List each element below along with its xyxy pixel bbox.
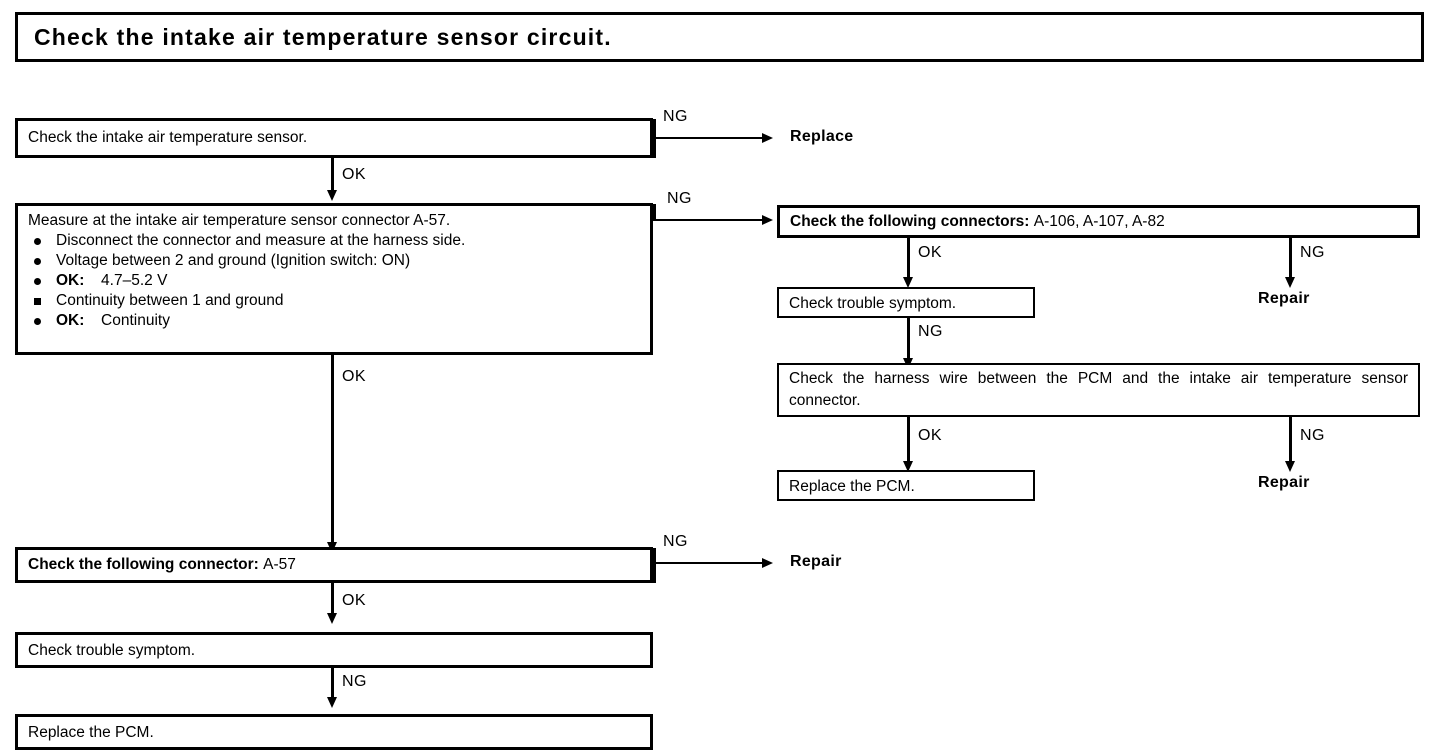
right-terminal-repair-2: Repair [1258, 474, 1310, 491]
left-step2-bullet-3-ok-value: Continuity [101, 312, 170, 329]
left-step3-connector: A-57 [263, 556, 296, 573]
left-step5-box[interactable]: Replace the PCM. [15, 714, 653, 750]
right-step2-to-step3-line [907, 318, 910, 363]
left-step2-heading: Measure at the intake air temperature se… [28, 212, 451, 229]
left-step5-label: Replace the PCM. [28, 724, 154, 741]
right-step3-box[interactable]: Check the harness wire between the PCM a… [777, 363, 1420, 417]
left-step3-box[interactable]: Check the following connector: A-57 [15, 547, 653, 583]
left-step4-to-step5-line [331, 668, 334, 700]
right-step2-ng-label: NG [918, 323, 943, 340]
left-step2-bullet-3: Continuity between 1 and ground [30, 291, 650, 311]
page-title: Check the intake air temperature sensor … [34, 23, 612, 50]
page-title-box: Check the intake air temperature sensor … [15, 12, 1424, 62]
right-step3-to-step4-arrowhead [903, 461, 913, 472]
left-step1-to-step2-line [331, 158, 334, 193]
right-terminal-repair-1: Repair [1258, 290, 1310, 307]
right-step3-ng-label: NG [1300, 427, 1325, 444]
left-step2-ng-arrowhead [762, 215, 773, 225]
right-step1-to-step2-line [907, 238, 910, 281]
left-step2-bullet-1-text: Disconnect the connector and measure at … [56, 232, 466, 249]
left-step2-ng-label: NG [667, 190, 692, 207]
left-step4-ng-label: NG [342, 673, 367, 690]
right-step3-ng-arrowhead [1285, 461, 1295, 472]
left-step3-ng-arrowhead [762, 558, 773, 568]
right-step3-label: Check the harness wire between the PCM a… [789, 370, 1408, 409]
left-step1-label: Check the intake air temperature sensor. [28, 129, 308, 146]
right-step4-label: Replace the PCM. [789, 478, 915, 495]
right-step1-ng-label: NG [1300, 244, 1325, 261]
right-step1-text: Check the following connectors: A-106, A… [780, 208, 1417, 232]
left-step3-ng-stub-vertical [653, 548, 656, 583]
left-step2-bullet-2-ok-value: 4.7–5.2 V [101, 272, 168, 289]
right-step1-ok-label: OK [918, 244, 942, 261]
left-step4-box[interactable]: Check trouble symptom. [15, 632, 653, 668]
left-step2-bullet-3-ok: OK: Continuity [30, 311, 650, 331]
right-step1-label: Check the following connectors: [790, 213, 1030, 230]
left-step2-bullet-list: Disconnect the connector and measure at … [18, 231, 650, 331]
left-step3-to-step4-arrowhead [327, 613, 337, 624]
left-step2-bullet-3-ok-label: OK: [56, 312, 85, 329]
left-step2-bullet-2-ok-label: OK: [56, 272, 85, 289]
right-step4-box[interactable]: Replace the PCM. [777, 470, 1035, 501]
left-step3-text: Check the following connector: A-57 [18, 550, 650, 575]
left-step4-label: Check trouble symptom. [28, 642, 196, 659]
left-step1-ng-line [653, 137, 763, 139]
left-step2-bullet-3-text: Continuity between 1 and ground [56, 292, 284, 309]
right-step3-to-step4-line [907, 417, 910, 465]
left-step1-ng-arrowhead [762, 133, 773, 143]
right-step2-label: Check trouble symptom. [789, 295, 957, 312]
left-step1-to-step2-arrowhead [327, 190, 337, 201]
left-terminal-repair: Repair [790, 553, 842, 570]
right-step3-ng-line [1289, 417, 1292, 465]
left-step2-to-step3-line [331, 355, 334, 546]
left-step1-ok-label: OK [342, 166, 366, 183]
right-step1-ng-line [1289, 238, 1292, 281]
right-step1-connectors: A-106, A-107, A-82 [1033, 213, 1165, 230]
right-step2-box[interactable]: Check trouble symptom. [777, 287, 1035, 318]
left-step2-bullet-2: Voltage between 2 and ground (Ignition s… [30, 251, 650, 271]
left-terminal-replace: Replace [790, 128, 854, 145]
left-step1-box[interactable]: Check the intake air temperature sensor. [15, 118, 653, 158]
right-step1-box[interactable]: Check the following connectors: A-106, A… [777, 205, 1420, 238]
right-step1-ng-arrowhead [1285, 277, 1295, 288]
left-step2-bullet-1: Disconnect the connector and measure at … [30, 231, 650, 251]
left-step3-to-step4-line [331, 583, 334, 616]
left-step2-ok-label: OK [342, 368, 366, 385]
left-step2-ng-line [653, 219, 763, 221]
left-step2-bullet-2-text: Voltage between 2 and ground (Ignition s… [56, 252, 411, 269]
right-step1-to-step2-arrowhead [903, 277, 913, 288]
left-step2-box[interactable]: Measure at the intake air temperature se… [15, 203, 653, 355]
left-step3-ok-label: OK [342, 592, 366, 609]
left-step3-label: Check the following connector: [28, 556, 259, 573]
left-step4-to-step5-arrowhead [327, 697, 337, 708]
left-step3-ng-label: NG [663, 533, 688, 550]
right-step3-ok-label: OK [918, 427, 942, 444]
left-step1-ng-label: NG [663, 108, 688, 125]
left-step2-ng-stub-vertical [653, 204, 656, 221]
left-step2-bullet-2-ok: OK: 4.7–5.2 V [30, 271, 650, 291]
left-step3-ng-line [653, 562, 763, 564]
